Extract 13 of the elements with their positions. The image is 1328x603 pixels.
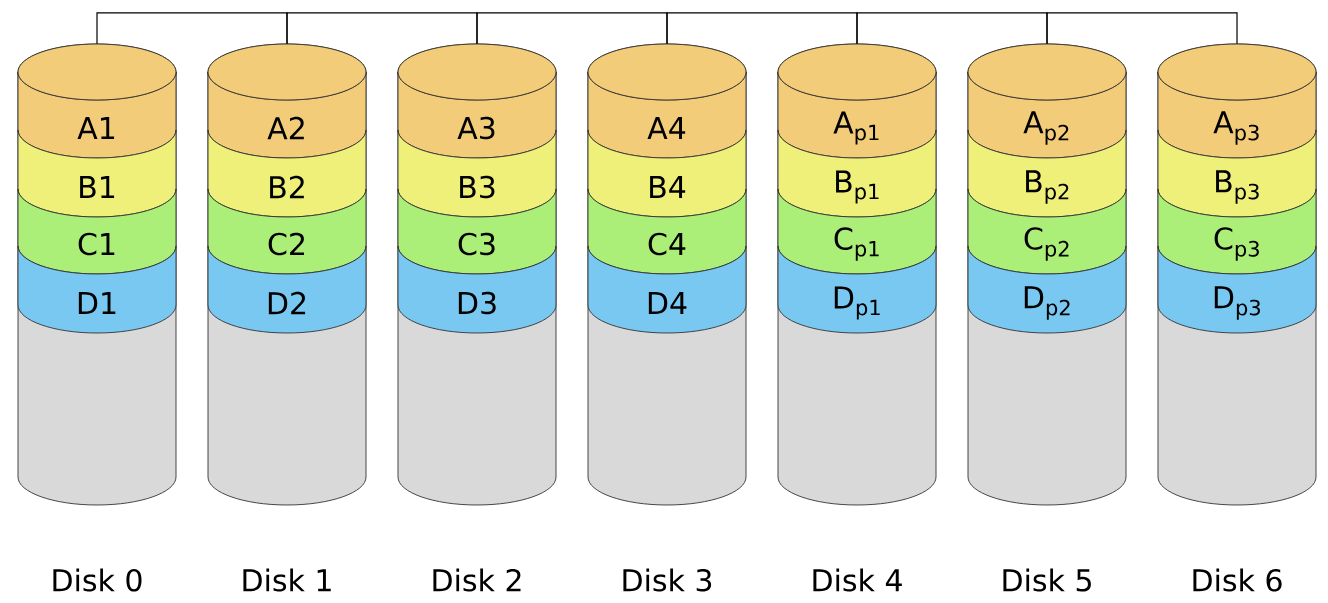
bus-line bbox=[286, 12, 478, 45]
disk-label: Disk 6 bbox=[1193, 568, 1282, 592]
bus-line bbox=[1046, 12, 1238, 45]
disk-label: Disk 1 bbox=[243, 568, 331, 592]
disk-label: Disk 3 bbox=[623, 568, 712, 592]
bus-line bbox=[856, 12, 1048, 45]
disk-label: Disk 0 bbox=[53, 568, 142, 592]
disk-label: Disk 5 bbox=[1003, 568, 1091, 592]
disk-label: Disk 2 bbox=[433, 568, 521, 592]
bus-line bbox=[476, 12, 668, 45]
disk-label: Disk 4 bbox=[813, 568, 902, 592]
bus-line bbox=[96, 12, 288, 45]
bus-line bbox=[666, 12, 858, 45]
